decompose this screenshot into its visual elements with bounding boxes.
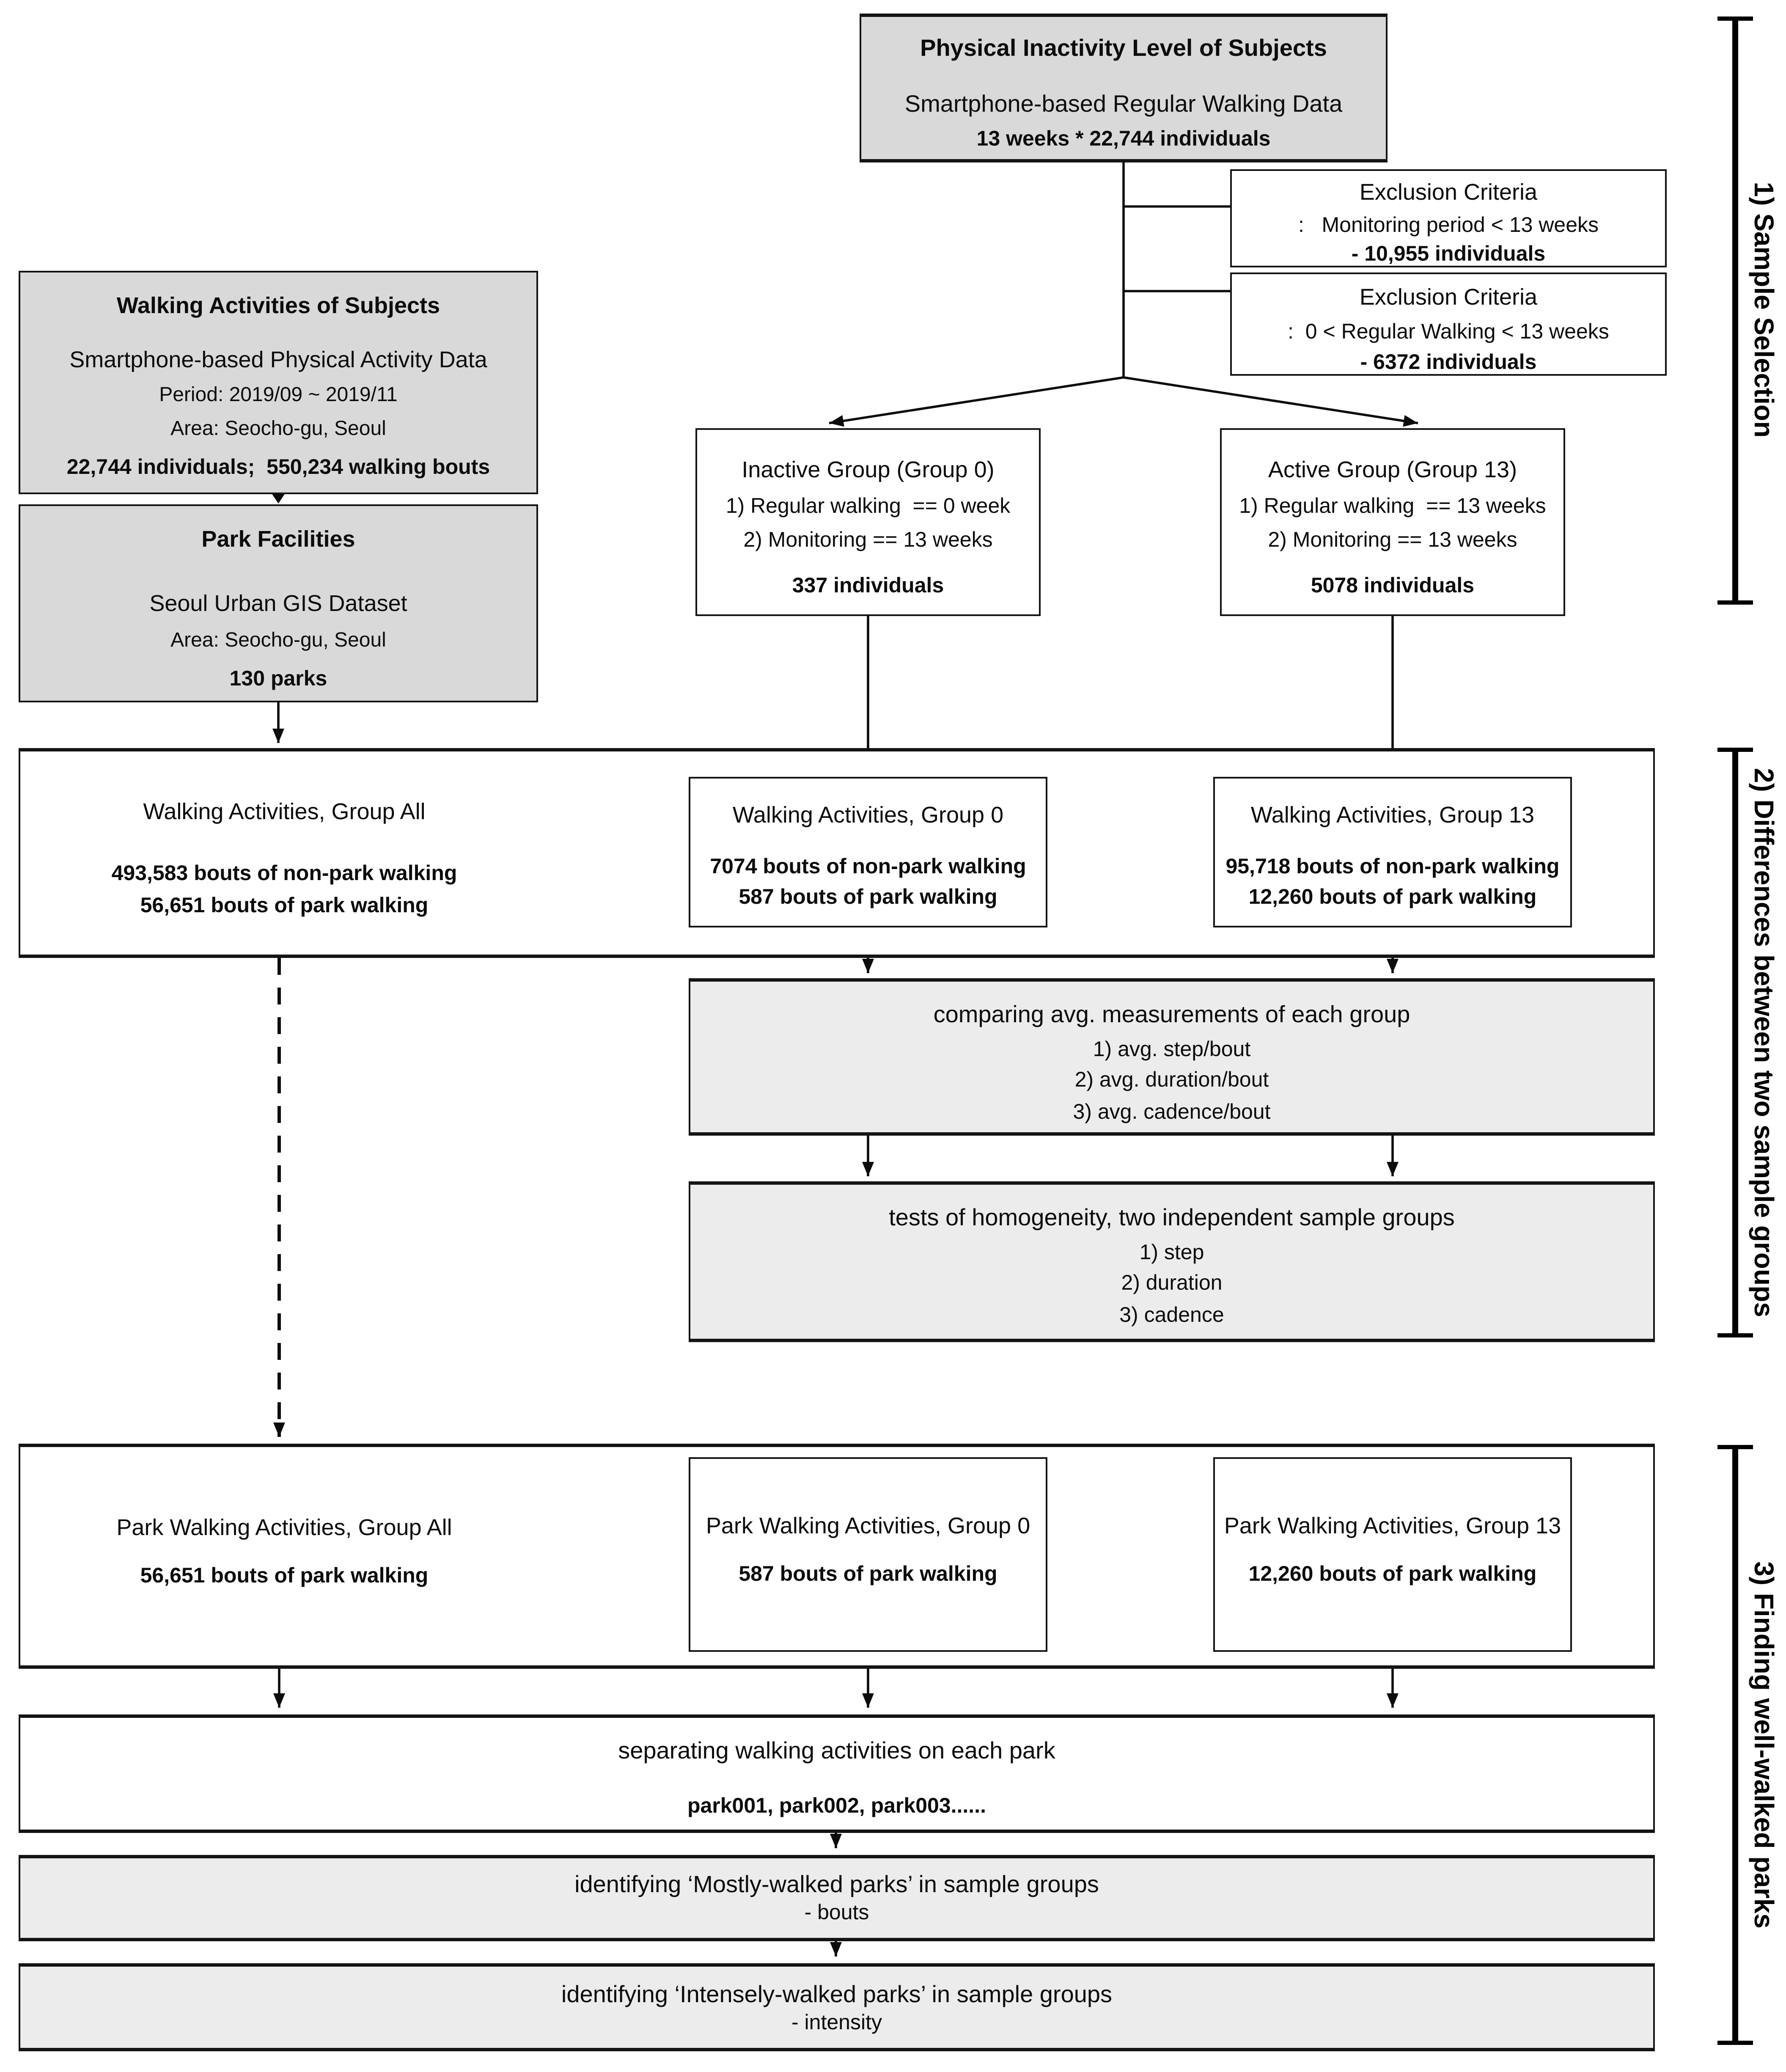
box-item-3: 3) cadence [1119, 1303, 1224, 1327]
box-value: - intensity [791, 2011, 882, 2035]
box-title: Walking Activities, Group 0 [732, 802, 1004, 828]
box-value: 337 individuals [792, 574, 944, 598]
park-facilities-box: Park Facilities Seoul Urban GIS Dataset … [19, 504, 538, 702]
box-value: - 10,955 individuals [1351, 242, 1546, 266]
box-subtitle: Smartphone-based Regular Walking Data [904, 90, 1343, 117]
box-title: Walking Activities of Subjects [116, 293, 440, 318]
box-criterion: : 0 < Regular Walking < 13 weeks [1288, 319, 1609, 343]
box-subtitle: Seoul Urban GIS Dataset [149, 590, 407, 616]
box-value: 130 parks [229, 666, 327, 691]
box-title: Park Facilities [201, 526, 355, 552]
box-value: park001, park002, park003...... [687, 1794, 986, 1818]
intensely-walked-parks-box: identifying ‘Intensely-walked parks’ in … [19, 1963, 1655, 2051]
exclusion-criteria-box-2: Exclusion Criteria : 0 < Regular Walking… [1230, 272, 1667, 376]
box-park-value: 56,651 bouts of park walking [140, 1563, 429, 1587]
park-group-all-column: Park Walking Activities, Group All 56,65… [30, 1447, 538, 1665]
park-walking-group13-box: Park Walking Activities, Group 13 12,260… [1213, 1457, 1572, 1652]
box-title: Park Walking Activities, Group 0 [706, 1513, 1030, 1538]
box-title: Exclusion Criteria [1359, 284, 1538, 310]
box-area: Area: Seocho-gu, Seoul [170, 628, 386, 652]
section-label-finding-parks: 3) Finding well-walked parks [1748, 1561, 1777, 1929]
arrow-subjects-to-parks [272, 493, 285, 504]
box-title: tests of homogeneity, two independent sa… [889, 1203, 1455, 1230]
box-title: Inactive Group (Group 0) [742, 457, 995, 482]
box-park-value: 12,260 bouts of park walking [1248, 1561, 1537, 1585]
box-condition-1: 1) Regular walking == 0 week [725, 493, 1011, 517]
box-item-3: 3) avg. cadence/bout [1073, 1100, 1271, 1124]
active-group-box: Active Group (Group 13) 1) Regular walki… [1220, 428, 1565, 616]
box-period: Period: 2019/09 ~ 2019/11 [159, 382, 398, 407]
box-title: Walking Activities, Group All [143, 799, 426, 824]
walking-activities-group13-box: Walking Activities, Group 13 95,718 bout… [1213, 777, 1572, 927]
box-nonpark-value: 7074 bouts of non-park walking [710, 854, 1026, 878]
exclusion-criteria-box-1: Exclusion Criteria : Monitoring period <… [1230, 169, 1667, 267]
box-title: Physical Inactivity Level of Subjects [920, 34, 1327, 61]
section-label-differences: 2) Differences between two sample groups [1748, 768, 1777, 1318]
box-title: Walking Activities, Group 13 [1250, 802, 1535, 828]
box-title: Exclusion Criteria [1359, 179, 1538, 205]
box-nonpark-value: 95,718 bouts of non-park walking [1225, 854, 1560, 878]
section-label-sample-selection: 1) Sample Selection [1748, 182, 1777, 438]
inactive-group-box: Inactive Group (Group 0) 1) Regular walk… [695, 428, 1041, 616]
box-item-1: 1) step [1139, 1241, 1204, 1265]
separating-activities-box: separating walking activities on each pa… [19, 1714, 1655, 1833]
homogeneity-tests-box: tests of homogeneity, two independent sa… [689, 1181, 1655, 1342]
box-area: Area: Seocho-gu, Seoul [170, 416, 386, 440]
box-nonpark-value: 493,583 bouts of non-park walking [111, 861, 457, 885]
arrow-to-active [1123, 376, 1418, 427]
box-condition-2: 2) Monitoring == 13 weeks [743, 528, 993, 552]
box-park-value: 12,260 bouts of park walking [1248, 885, 1537, 909]
box-title: identifying ‘Mostly-walked parks’ in sam… [574, 1870, 1099, 1897]
comparing-measurements-box: comparing avg. measurements of each grou… [689, 978, 1655, 1136]
box-title: identifying ‘Intensely-walked parks’ in … [561, 1980, 1113, 2007]
box-value: 13 weeks * 22,744 individuals [976, 127, 1271, 151]
box-park-value: 587 bouts of park walking [739, 885, 997, 909]
box-value: 22,744 individuals; 550,234 walking bout… [66, 454, 490, 479]
box-item-2: 2) avg. duration/bout [1074, 1068, 1269, 1092]
box-criterion: : Monitoring period < 13 weeks [1298, 212, 1599, 237]
box-park-value: 587 bouts of park walking [739, 1561, 997, 1585]
box-title: Park Walking Activities, Group All [116, 1515, 452, 1540]
box-condition-2: 2) Monitoring == 13 weeks [1268, 528, 1517, 552]
box-title: separating walking activities on each pa… [618, 1736, 1055, 1764]
physical-inactivity-box: Physical Inactivity Level of Subjects Sm… [860, 14, 1388, 162]
box-title: Active Group (Group 13) [1268, 457, 1517, 482]
box-condition-1: 1) Regular walking == 13 weeks [1239, 493, 1546, 517]
box-value: - bouts [804, 1901, 869, 1925]
box-item-2: 2) duration [1121, 1271, 1223, 1296]
box-item-1: 1) avg. step/bout [1093, 1037, 1251, 1062]
box-title: comparing avg. measurements of each grou… [933, 1000, 1410, 1027]
group-all-column: Walking Activities, Group All 493,583 bo… [30, 751, 538, 955]
mostly-walked-parks-box: identifying ‘Mostly-walked parks’ in sam… [19, 1855, 1655, 1941]
box-title: Park Walking Activities, Group 13 [1224, 1513, 1561, 1538]
park-walking-group0-box: Park Walking Activities, Group 0 587 bou… [689, 1457, 1047, 1652]
box-subtitle: Smartphone-based Physical Activity Data [69, 346, 487, 372]
walking-activities-group0-box: Walking Activities, Group 0 7074 bouts o… [689, 777, 1047, 927]
walking-activities-subjects-box: Walking Activities of Subjects Smartphon… [19, 271, 538, 494]
box-value: 5078 individuals [1311, 574, 1475, 598]
arrow-to-inactive [829, 376, 1124, 427]
box-park-value: 56,651 bouts of park walking [140, 893, 429, 917]
box-value: - 6372 individuals [1360, 350, 1537, 374]
